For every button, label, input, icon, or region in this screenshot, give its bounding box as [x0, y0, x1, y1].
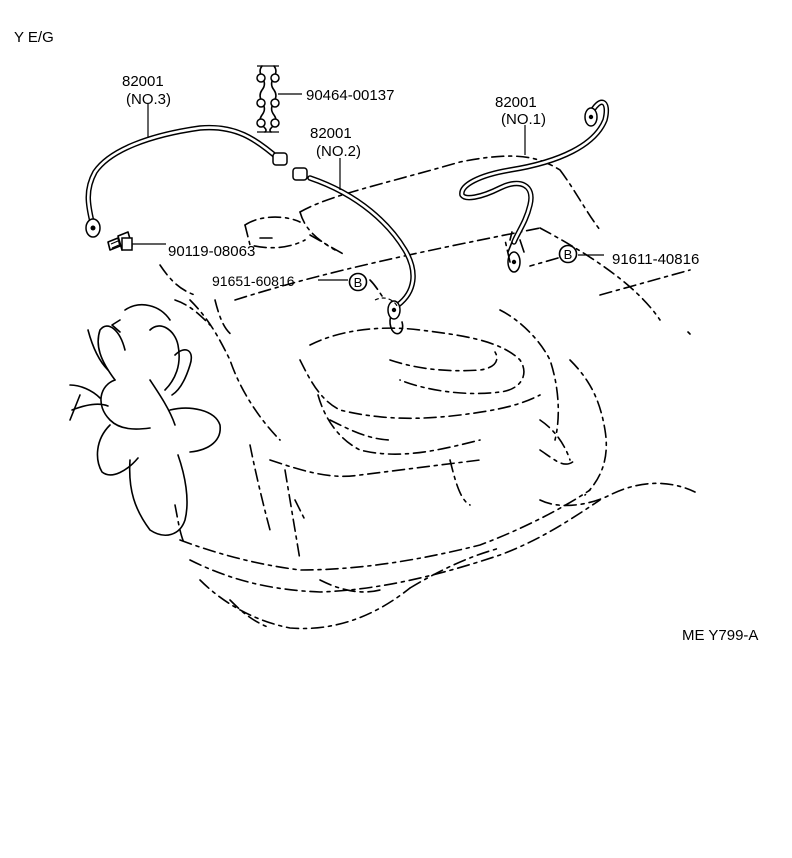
cable-no1-note: (NO.1)	[501, 111, 546, 128]
cable-no2-note: (NO.2)	[316, 143, 361, 160]
cable-no3-note: (NO.3)	[126, 91, 171, 108]
bolt-b-left-part: 91651-60816	[212, 273, 295, 289]
leader-lines	[132, 93, 604, 297]
svg-text:B: B	[354, 275, 363, 290]
bolt-b-right-part: 91611-40816	[612, 251, 699, 268]
ground-cable-icon	[292, 167, 416, 335]
bolt-b-marker-right: B	[558, 244, 578, 264]
cable-no3-part: 82001	[122, 73, 164, 90]
bolt-part: 90119-08063	[168, 243, 255, 260]
bolt-b-marker-left: B	[348, 272, 368, 292]
engine-outline-icon	[69, 155, 696, 630]
cable-no2-part: 82001	[310, 125, 352, 142]
ground-cable-icon	[459, 99, 609, 273]
flange-bolt-icon	[107, 231, 133, 251]
svg-text:B: B	[564, 247, 573, 262]
diagram-reference: ME Y799-A	[682, 627, 758, 644]
engine-code-label: Y E/G	[14, 29, 54, 46]
cable-clamp-icon	[256, 65, 280, 133]
cable-no1-part: 82001	[495, 94, 537, 111]
ground-cable-icon	[85, 124, 288, 238]
clamp-part: 90464-00137	[306, 87, 394, 104]
